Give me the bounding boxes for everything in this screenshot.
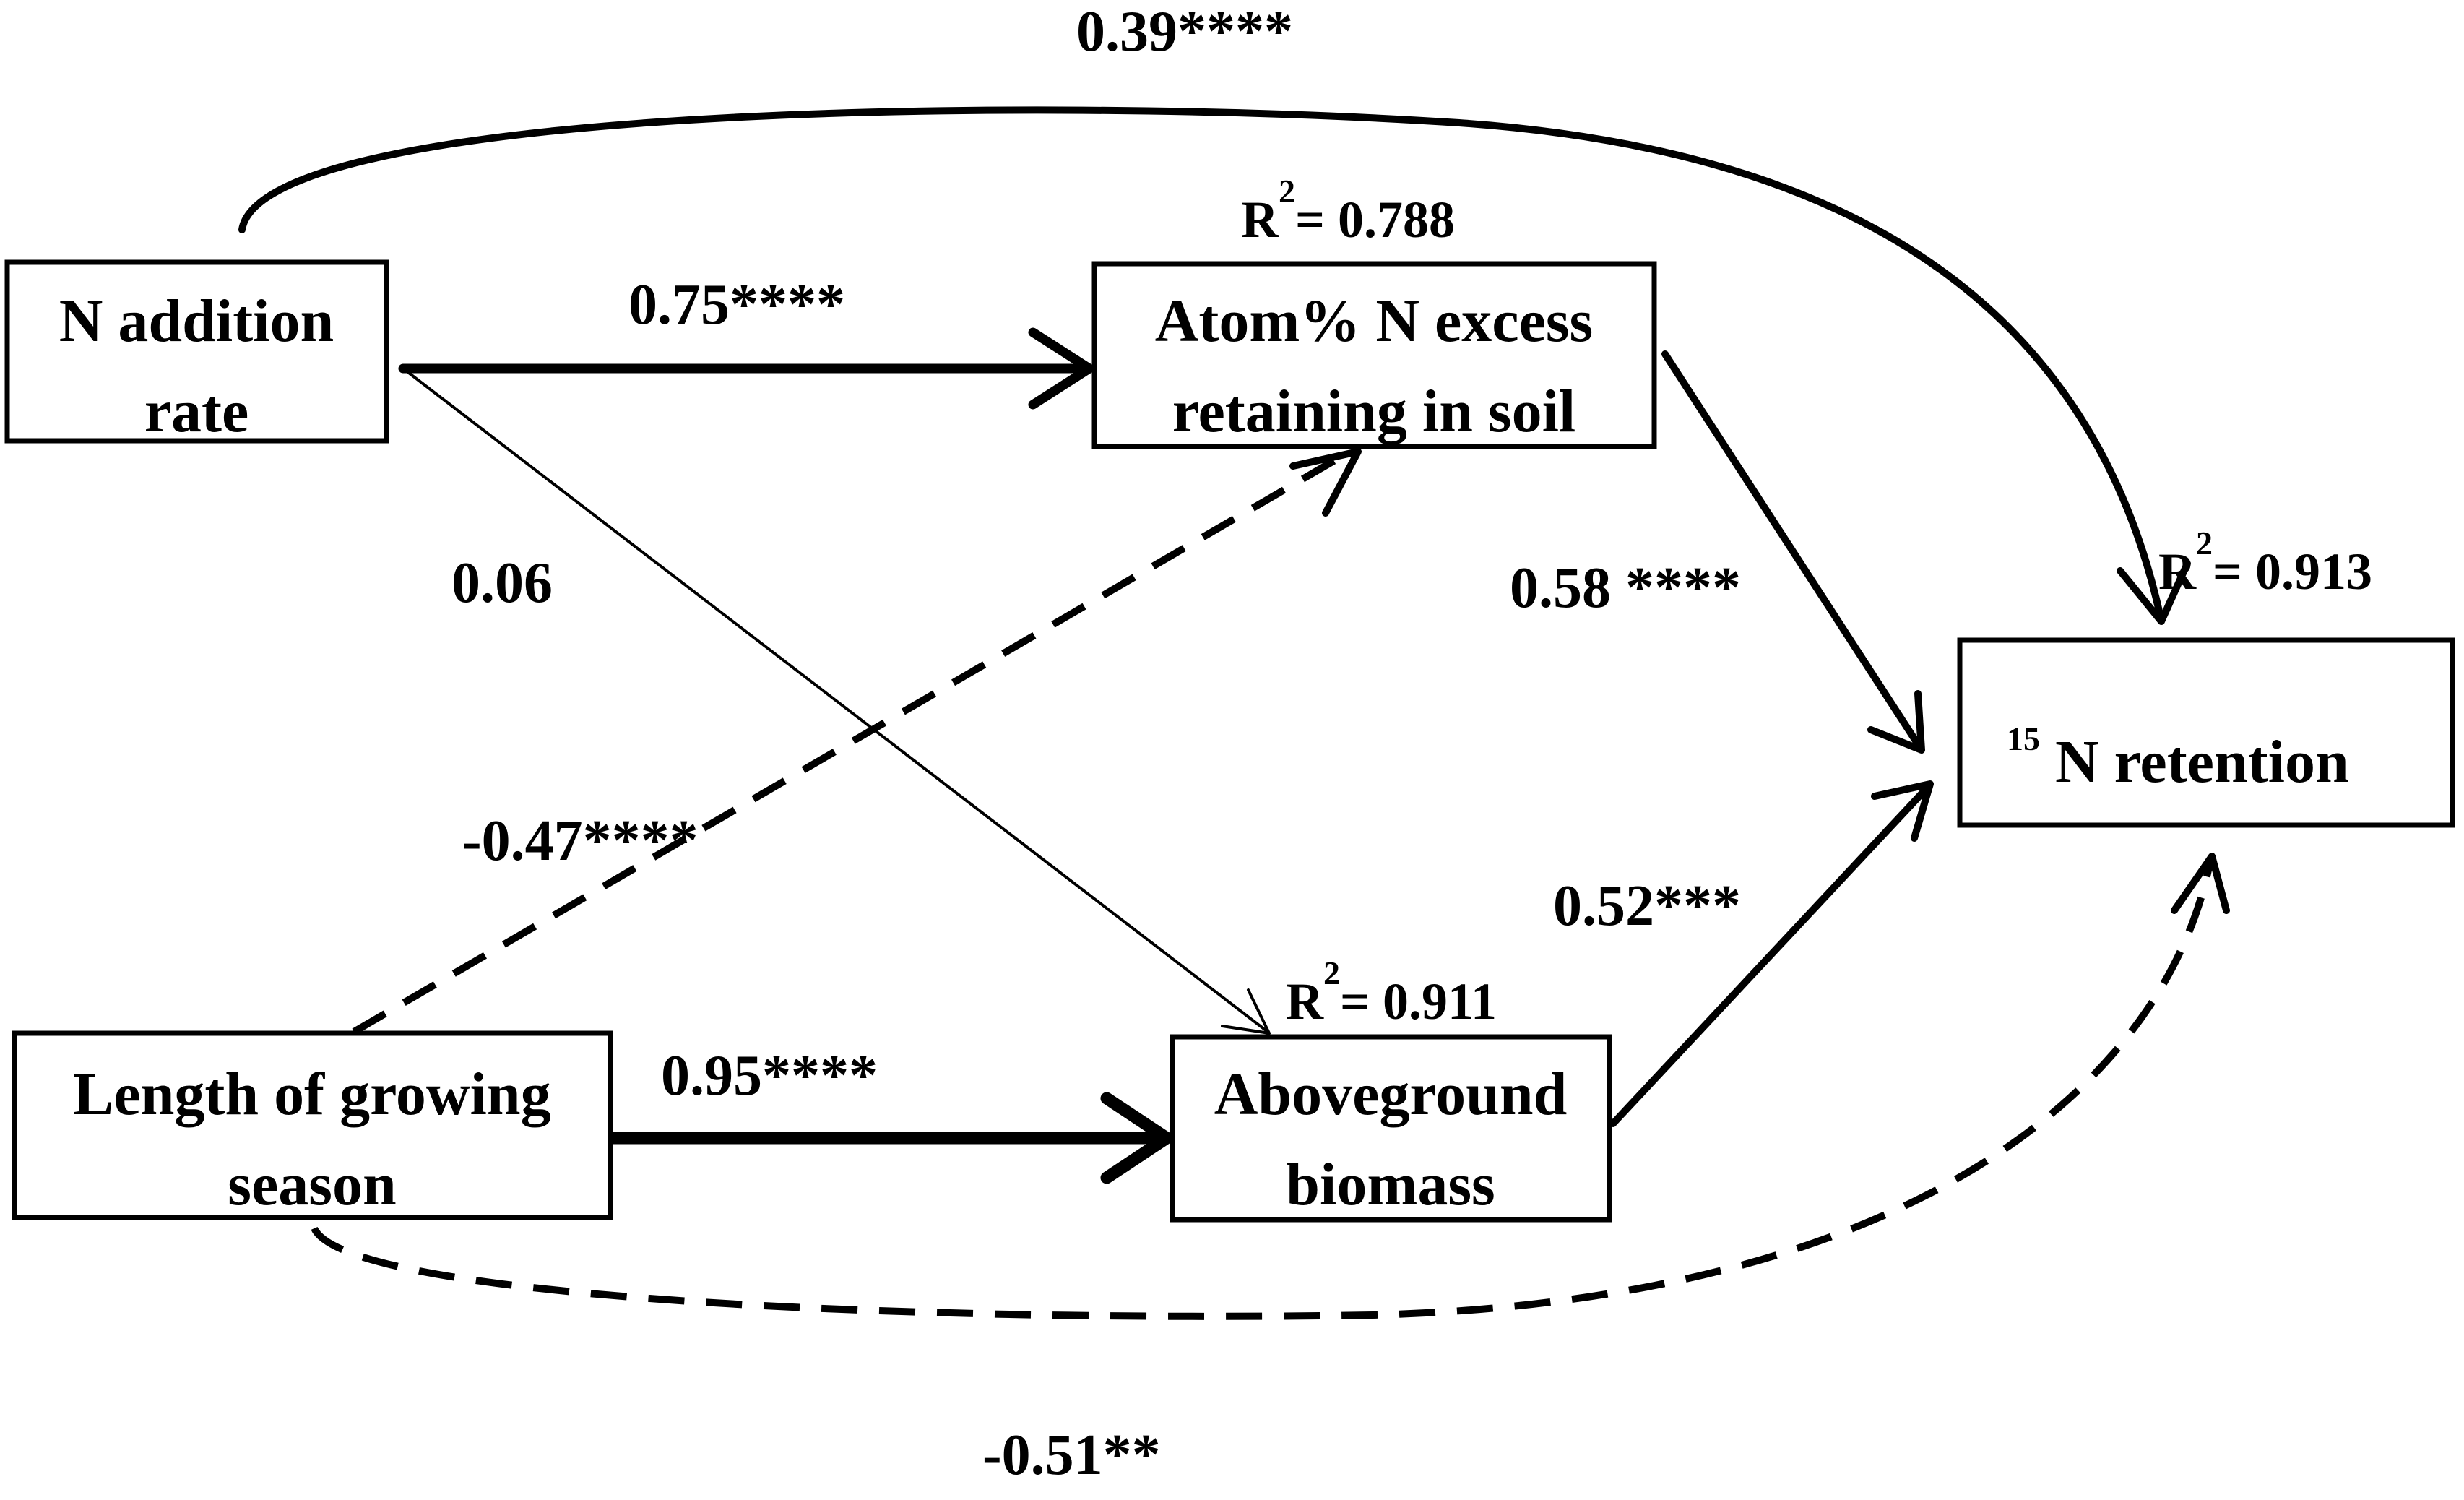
node-season-line2: season — [228, 1151, 396, 1218]
node-retention-superscript: 15 — [2007, 720, 2040, 757]
r2-atom-excess: R2= 0.788 — [1241, 173, 1455, 249]
coef-n-to-retention: 0.39**** — [1076, 0, 1293, 64]
node-length-growing-season: Length of growing season — [12, 1030, 613, 1220]
edge-biomass-to-retention-head — [1871, 780, 1934, 842]
edge-n-addition-to-biomass — [402, 367, 1269, 1033]
coef-season-to-atom: -0.47**** — [462, 809, 699, 873]
coef-season-to-retention: -0.51** — [982, 1423, 1161, 1487]
node-n-addition-line2: rate — [144, 378, 249, 445]
coef-n-to-atom: 0.75**** — [628, 273, 845, 337]
edge-season-to-atom-head — [1289, 448, 1362, 517]
edge-atom-to-retention — [1661, 350, 1922, 748]
edge-season-to-atom — [352, 452, 1346, 1035]
edge-season-to-retention-head — [2171, 853, 2230, 914]
r2-biomass: R2= 0.911 — [1286, 954, 1497, 1030]
edge-n-addition-to-retention-head — [2117, 560, 2191, 625]
node-atom-excess-line1: Atom% N excess — [1155, 288, 1594, 355]
node-biomass-line2: biomass — [1286, 1151, 1495, 1218]
coef-n-to-biomass: 0.06 — [451, 551, 553, 615]
edge-atom-to-retention-head — [1867, 690, 1925, 754]
r2-biomass-sup: 2 — [1323, 954, 1340, 991]
node-n-addition-line1: N addition — [59, 288, 334, 355]
coef-biomass-to-retention: 0.52*** — [1553, 874, 1741, 938]
node-retention-text: N retention — [2055, 728, 2349, 796]
r2-retention-value: = 0.913 — [2213, 543, 2372, 600]
node-season-line1: Length of growing — [73, 1061, 550, 1128]
r2-biomass-prefix: R — [1286, 973, 1324, 1030]
r2-atom-excess-prefix: R — [1241, 191, 1279, 249]
edge-n-addition-to-atom-head — [1028, 327, 1094, 410]
node-atom-excess: Atom% N excess retaining in soil — [1091, 261, 1657, 449]
node-retention-label: 15 N retention — [2007, 697, 2349, 796]
node-n-addition-rate: N addition rate — [4, 259, 389, 445]
edge-n-addition-to-retention — [238, 106, 2163, 618]
edge-n-addition-to-biomass-head — [1221, 988, 1271, 1035]
r2-atom-excess-sup: 2 — [1279, 173, 1295, 210]
edge-season-to-retention — [311, 859, 2214, 1320]
coef-season-to-biomass: 0.95**** — [661, 1044, 878, 1108]
node-n15-retention: 15 N retention — [1957, 637, 2455, 828]
node-biomass-line1: Aboveground — [1214, 1061, 1568, 1128]
node-aboveground-biomass: Aboveground biomass — [1170, 1034, 1612, 1223]
r2-retention: R2= 0.913 — [2158, 525, 2372, 600]
node-atom-excess-line2: retaining in soil — [1172, 378, 1576, 445]
r2-biomass-value: = 0.911 — [1340, 973, 1497, 1030]
r2-retention-prefix: R — [2158, 543, 2197, 600]
edge-season-to-biomass-head — [1100, 1092, 1173, 1184]
edge-biomass-to-retention — [1609, 784, 1931, 1127]
coef-atom-to-retention: 0.58 **** — [1510, 556, 1741, 620]
r2-retention-sup: 2 — [2196, 525, 2213, 561]
r2-atom-excess-value: = 0.788 — [1295, 191, 1455, 249]
